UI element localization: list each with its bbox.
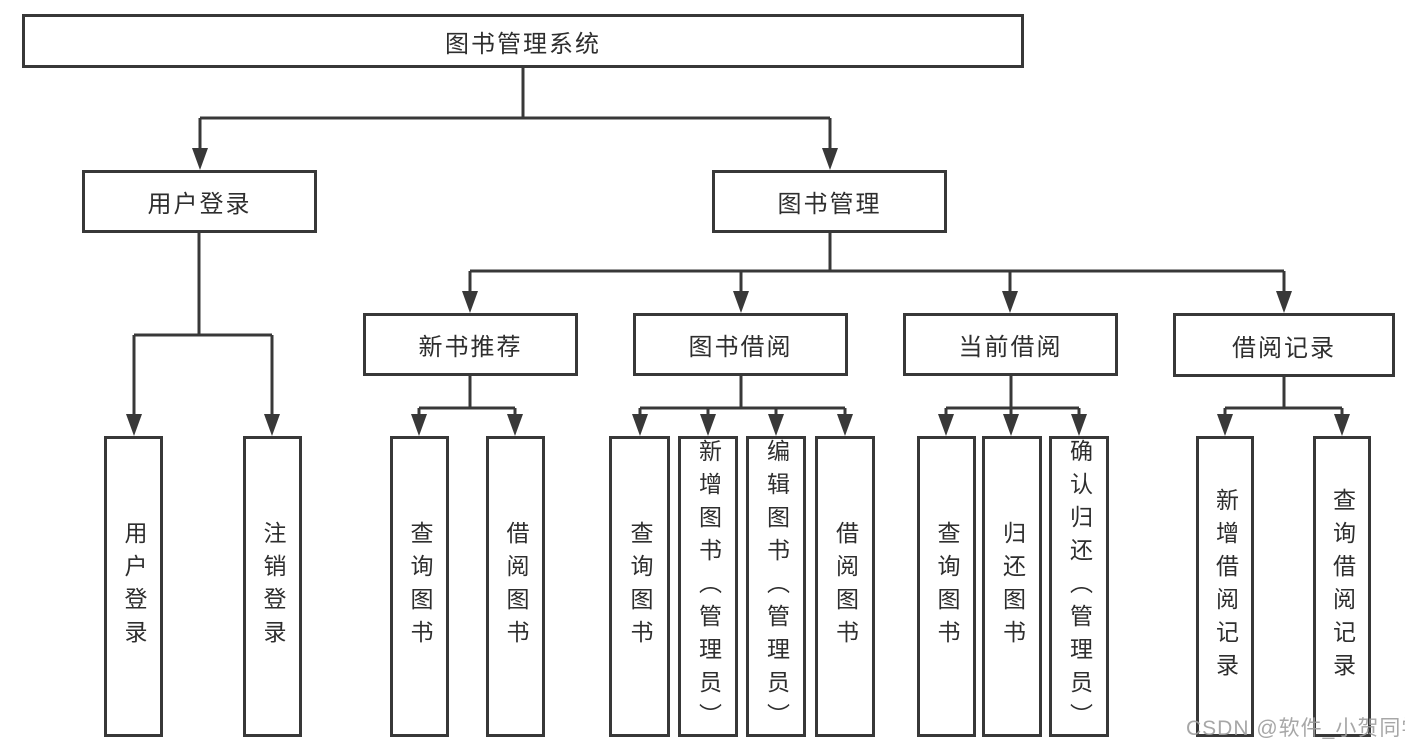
leaf-add-book-admin: 新增图书（管理员）	[678, 436, 738, 737]
node-label: 图书管理系统	[445, 30, 601, 58]
node-label: 借阅记录	[1232, 334, 1336, 362]
leaf-confirm-return-admin: 确认归还（管理员）	[1049, 436, 1109, 737]
leaf-edit-book-admin: 编辑图书（管理员）	[746, 436, 806, 737]
leaf-query-borrow-record: 查询借阅记录	[1313, 436, 1371, 737]
node-label: 用户登录	[147, 191, 252, 218]
node-book-management: 图书管理	[712, 170, 947, 233]
node-book-borrowing: 图书借阅	[633, 313, 848, 376]
connector-root-to-level1	[192, 68, 838, 170]
connector-user-login-children	[126, 233, 280, 436]
leaf-label: 查询图书	[627, 520, 653, 653]
leaf-label: 借阅图书	[832, 520, 859, 653]
leaf-query-books: 查询图书	[609, 436, 670, 737]
leaf-query-books: 查询图书	[390, 436, 449, 737]
leaf-add-borrow-record: 新增借阅记录	[1196, 436, 1254, 737]
node-label: 图书管理	[777, 191, 882, 218]
arrowhead-down-icon	[632, 414, 853, 436]
arrowhead-down-icon	[411, 414, 523, 436]
leaf-label: 新增借阅记录	[1212, 487, 1239, 686]
leaf-label: 编辑图书（管理员）	[763, 439, 790, 736]
watermark: CSDN @软件_小贺同学	[1186, 717, 1405, 740]
connector-current-borrowing-children	[938, 376, 1087, 436]
leaf-label: 借阅图书	[503, 520, 529, 653]
leaf-label: 新增图书（管理员）	[695, 439, 722, 736]
node-borrow-records: 借阅记录	[1173, 313, 1395, 377]
node-current-borrowing: 当前借阅	[903, 313, 1118, 376]
leaf-return-book: 归还图书	[982, 436, 1042, 737]
connector-new-book-children	[411, 376, 523, 436]
connector-book-borrowing-children	[632, 376, 853, 436]
leaf-label: 查询图书	[934, 520, 960, 653]
leaf-label: 查询图书	[407, 520, 433, 653]
leaf-label: 查询借阅记录	[1329, 487, 1356, 686]
arrowhead-down-icon	[1217, 414, 1350, 436]
node-library-system: 图书管理系统	[22, 14, 1024, 68]
leaf-label: 用户登录	[121, 520, 147, 653]
node-new-book-recommendation: 新书推荐	[363, 313, 578, 376]
leaf-label: 归还图书	[999, 520, 1026, 653]
arrowhead-down-icon	[192, 148, 838, 170]
leaf-logout: 注销登录	[243, 436, 302, 737]
leaf-label: 注销登录	[260, 520, 286, 653]
node-label: 当前借阅	[958, 334, 1063, 361]
node-label: 图书借阅	[688, 334, 793, 361]
arrowhead-down-icon	[462, 291, 1292, 313]
node-label: 新书推荐	[418, 334, 523, 361]
arrowhead-down-icon	[938, 414, 1087, 436]
leaf-borrow-books: 借阅图书	[815, 436, 875, 737]
node-user-login: 用户登录	[82, 170, 317, 233]
connector-borrow-records-children	[1217, 377, 1350, 436]
leaf-user-login: 用户登录	[104, 436, 163, 737]
connector-book-management-children	[462, 233, 1292, 313]
leaf-label: 确认归还（管理员）	[1066, 439, 1093, 736]
leaf-query-books: 查询图书	[917, 436, 976, 737]
arrowhead-down-icon	[126, 414, 280, 436]
leaf-borrow-books: 借阅图书	[486, 436, 545, 737]
